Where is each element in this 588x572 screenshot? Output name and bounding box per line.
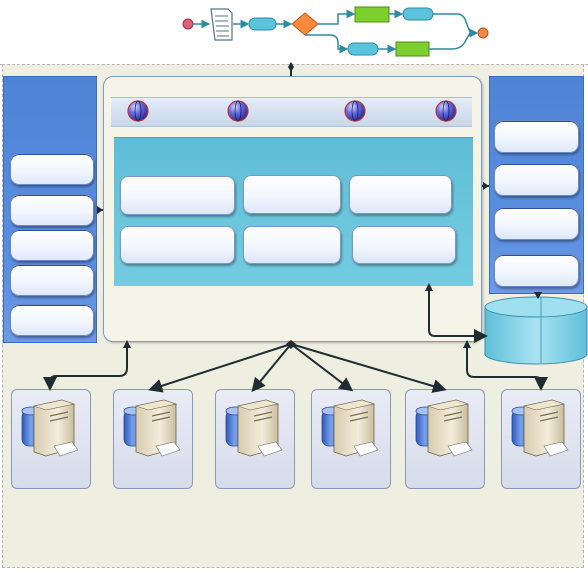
workflow-task bbox=[402, 7, 434, 21]
header-orbs bbox=[127, 100, 457, 122]
content-slot bbox=[243, 175, 341, 214]
server-icons bbox=[21, 399, 569, 457]
workflow-diagram bbox=[182, 6, 489, 57]
left-panel-slot bbox=[10, 264, 94, 296]
globe-orb-icon bbox=[344, 100, 366, 122]
left-panel-slot bbox=[10, 304, 94, 336]
right-panel-slot bbox=[494, 120, 579, 153]
content-slot bbox=[349, 175, 452, 214]
connector-server bbox=[290, 343, 447, 393]
connector-server bbox=[43, 346, 128, 391]
right-panel-slot bbox=[494, 163, 579, 196]
server-tower-icon bbox=[123, 399, 181, 457]
left-panel-slot bbox=[10, 153, 94, 185]
content-slot bbox=[243, 226, 341, 264]
workflow-green-task bbox=[354, 6, 390, 23]
server-tower-icon bbox=[21, 399, 79, 457]
content-slot bbox=[352, 226, 456, 264]
globe-orb-icon bbox=[127, 100, 149, 122]
connector-server bbox=[290, 343, 354, 392]
left-panel-slot bbox=[10, 194, 94, 226]
globe-orb-icon bbox=[227, 100, 249, 122]
server-tower-icon bbox=[511, 399, 569, 457]
connectors bbox=[43, 185, 548, 393]
connector-server bbox=[466, 346, 548, 391]
server-tower-icon bbox=[415, 399, 473, 457]
connector-hub bbox=[286, 340, 296, 349]
server-tower-icon bbox=[321, 399, 379, 457]
left-panel-slot bbox=[10, 229, 94, 261]
content-slot bbox=[120, 226, 235, 264]
document-icon bbox=[210, 8, 233, 41]
content-slot bbox=[120, 176, 235, 215]
right-panel-slot bbox=[494, 254, 579, 287]
connector-database bbox=[428, 289, 488, 343]
globe-orb-icon bbox=[435, 100, 457, 122]
workflow-task bbox=[347, 42, 379, 56]
right-panel-slot bbox=[494, 207, 579, 240]
workflow-green-task bbox=[395, 41, 430, 57]
content-area bbox=[114, 137, 473, 286]
workflow-start-icon bbox=[182, 18, 194, 30]
connector-server bbox=[251, 343, 292, 393]
workflow-end-icon bbox=[477, 27, 489, 39]
server-tower-icon bbox=[225, 399, 283, 457]
database-cylinder-icon bbox=[484, 296, 588, 365]
decision-diamond-icon bbox=[291, 12, 319, 36]
right-side-panel bbox=[489, 76, 584, 294]
header-strip bbox=[111, 97, 472, 127]
connector-server bbox=[148, 343, 292, 393]
workflow-task bbox=[248, 17, 277, 31]
left-side-panel bbox=[3, 76, 97, 343]
